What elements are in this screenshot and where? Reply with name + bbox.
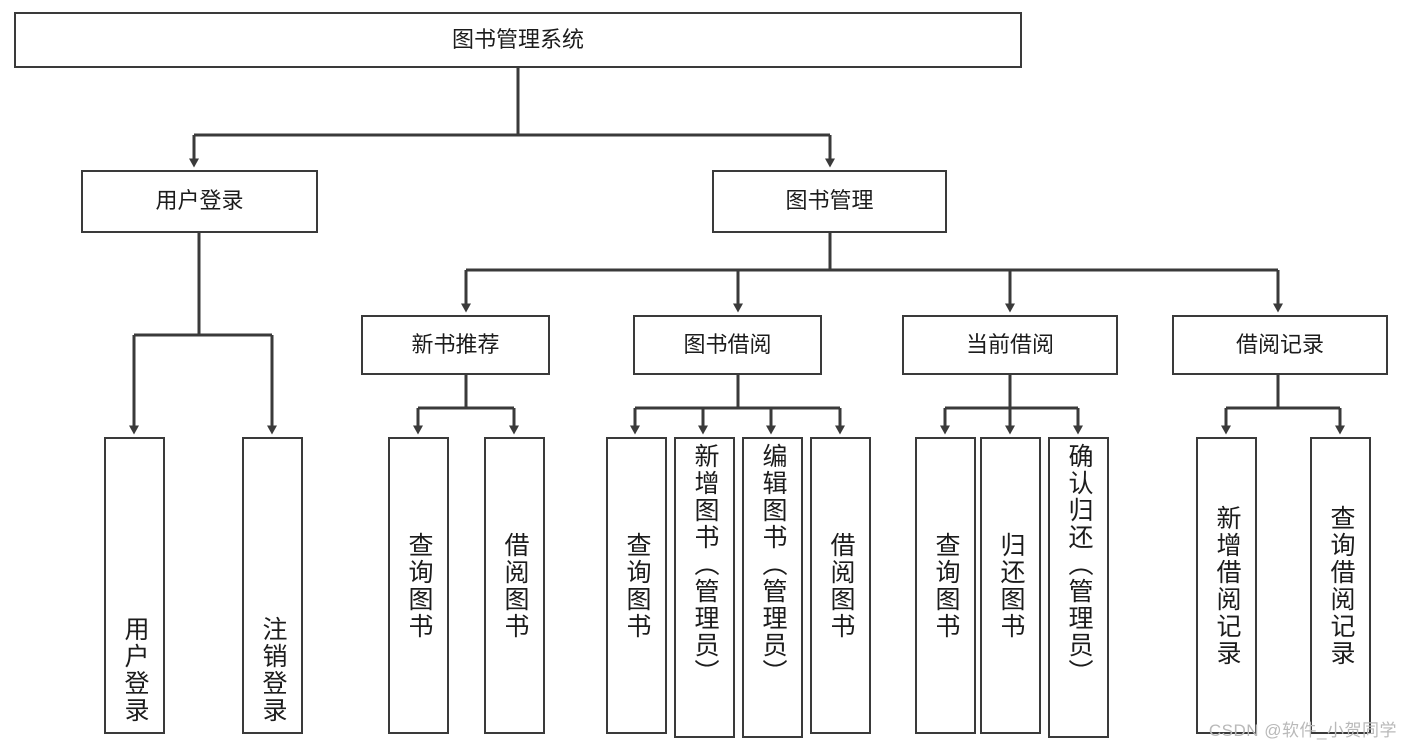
leaf-borrow-add-book-admin[interactable]: 新增图书（管理员） (674, 437, 735, 738)
node-label: 借阅图书 (827, 531, 855, 640)
node-label: 归还图书 (997, 531, 1025, 640)
node-label: 确认归还（管理员） (1065, 443, 1093, 686)
node-book-management[interactable]: 图书管理 (712, 170, 947, 233)
node-borrow-record[interactable]: 借阅记录 (1172, 315, 1388, 375)
node-label: 用户登录 (121, 616, 149, 724)
node-book-borrow[interactable]: 图书借阅 (633, 315, 822, 375)
node-label: 图书管理系统 (451, 26, 584, 52)
leaf-borrow-edit-book-admin[interactable]: 编辑图书（管理员） (742, 437, 803, 738)
leaf-current-return-book[interactable]: 归还图书 (980, 437, 1041, 734)
leaf-recommend-query-book[interactable]: 查询图书 (388, 437, 449, 734)
leaf-record-query-record[interactable]: 查询借阅记录 (1310, 437, 1371, 734)
leaf-recommend-borrow-book[interactable]: 借阅图书 (484, 437, 545, 734)
node-current-borrow[interactable]: 当前借阅 (902, 315, 1118, 375)
leaf-current-query-book[interactable]: 查询图书 (915, 437, 976, 734)
node-label: 借阅记录 (1235, 331, 1324, 357)
node-label: 注销登录 (259, 616, 287, 724)
node-label: 查询借阅记录 (1327, 504, 1355, 667)
node-label: 图书借阅 (683, 331, 772, 357)
node-user-login[interactable]: 用户登录 (81, 170, 318, 233)
node-label: 图书管理 (785, 188, 874, 214)
leaf-user-login-signin[interactable]: 用户登录 (104, 437, 165, 734)
node-label: 用户登录 (155, 188, 244, 214)
node-root-book-management-system[interactable]: 图书管理系统 (14, 12, 1022, 68)
node-label: 新增借阅记录 (1213, 504, 1241, 667)
leaf-record-add-record[interactable]: 新增借阅记录 (1196, 437, 1257, 734)
node-label: 当前借阅 (965, 331, 1054, 357)
node-label: 新书推荐 (411, 331, 500, 357)
watermark-text: CSDN @软件_小贺同学 (1208, 721, 1397, 740)
leaf-current-confirm-return-admin[interactable]: 确认归还（管理员） (1048, 437, 1109, 738)
node-label: 编辑图书（管理员） (759, 443, 787, 686)
node-label: 查询图书 (623, 531, 651, 640)
leaf-user-login-signout[interactable]: 注销登录 (242, 437, 303, 734)
node-label: 查询图书 (932, 531, 960, 640)
leaf-borrow-borrow-book[interactable]: 借阅图书 (810, 437, 871, 734)
node-label: 新增图书（管理员） (691, 443, 719, 686)
node-new-book-recommend[interactable]: 新书推荐 (361, 315, 550, 375)
node-label: 查询图书 (405, 531, 433, 640)
leaf-borrow-query-book[interactable]: 查询图书 (606, 437, 667, 734)
node-label: 借阅图书 (501, 531, 529, 640)
